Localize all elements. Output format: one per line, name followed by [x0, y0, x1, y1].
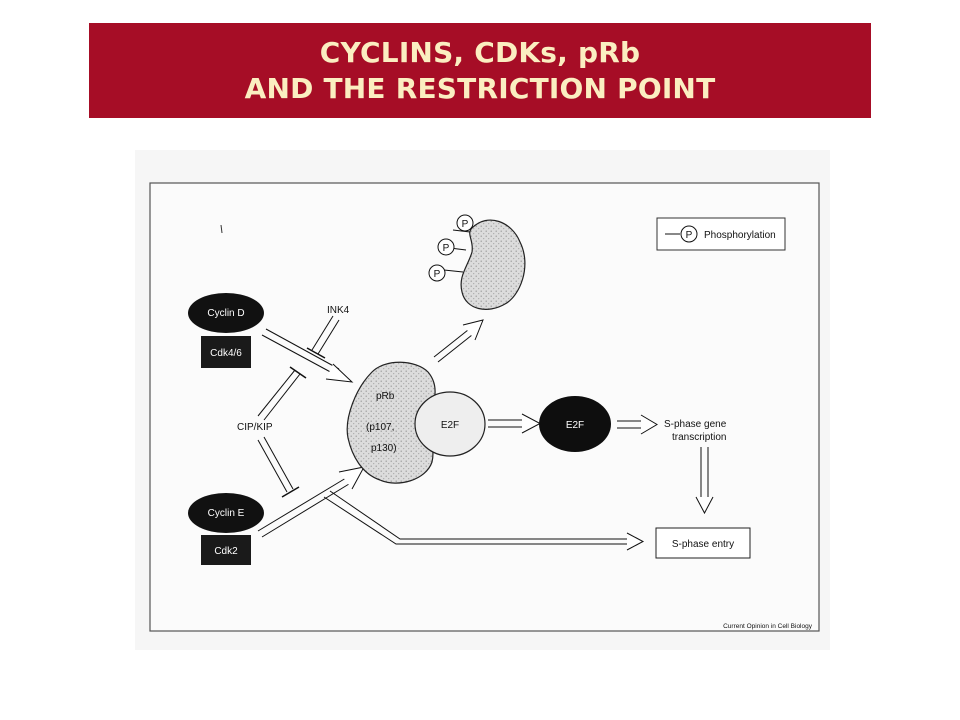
s-phase-transcription-line-1: S-phase gene	[664, 419, 727, 430]
cyclin-d-label: Cyclin D	[207, 308, 244, 319]
ink4-label: INK4	[327, 305, 350, 316]
phosphorylated-prb: P P P	[428, 214, 526, 310]
phosphate-legend-icon	[680, 225, 698, 243]
legend-box: P Phosphorylation	[656, 217, 786, 251]
e2f-bound-label: E2F	[441, 420, 459, 431]
slide-title-line-2: AND THE RESTRICTION POINT	[244, 71, 716, 105]
e2f-free: E2F	[539, 396, 611, 452]
e2f-free-label: E2F	[566, 420, 584, 431]
arrow-e2f-to-transcription	[617, 414, 658, 435]
s-phase-entry-label: S-phase entry	[672, 539, 734, 550]
arrow-transcription-to-entry	[695, 447, 714, 515]
s-phase-transcription-line-2: transcription	[672, 432, 726, 443]
phosphate-label: P	[434, 269, 441, 280]
cyclin-e-label: Cyclin E	[208, 508, 245, 519]
phosphate-icon	[428, 264, 446, 282]
cyclin-e-cdk2-complex: Cyclin E Cdk2	[188, 493, 264, 565]
prb-complex: pRb (p107, p130)	[346, 361, 436, 484]
p107-label: (p107,	[366, 422, 394, 433]
cip-kip-inhibition-upper	[257, 366, 307, 421]
stray-mark	[220, 224, 223, 234]
legend-label: Phosphorylation	[704, 230, 776, 241]
slide-title-line-1: CYCLINS, CDKs, pRb	[319, 35, 641, 69]
legend-symbol: P	[686, 230, 693, 241]
figure-credit: Current Opinion in Cell Biology	[723, 623, 813, 630]
cdk2-label: Cdk2	[214, 546, 238, 557]
e2f-bound: E2F	[414, 391, 486, 457]
arrow-prb-to-phospho	[433, 319, 484, 363]
title-banner: CYCLINS, CDKs, pRb AND THE RESTRICTION P…	[89, 23, 871, 118]
arrow-cyclin-e-to-prb	[257, 466, 365, 538]
prb-label: pRb	[376, 391, 395, 402]
phosphate-icon	[456, 214, 474, 232]
s-phase-entry-box: S-phase entry	[655, 527, 751, 559]
cyclin-d-cdk46-complex: Cyclin D Cdk4/6	[188, 293, 264, 368]
ink4-inhibition	[306, 315, 340, 359]
p130-label: p130)	[371, 443, 397, 454]
cip-kip-label: CIP/KIP	[237, 422, 273, 433]
phosphate-label: P	[462, 219, 469, 230]
phosphate-label: P	[443, 243, 450, 254]
cdk46-label: Cdk4/6	[210, 348, 242, 359]
phosphate-icon	[437, 238, 455, 256]
arrow-to-s-phase-entry	[323, 490, 645, 551]
arrow-cyclin-d-to-prb	[261, 328, 354, 383]
cip-kip-inhibition-lower	[257, 436, 300, 498]
